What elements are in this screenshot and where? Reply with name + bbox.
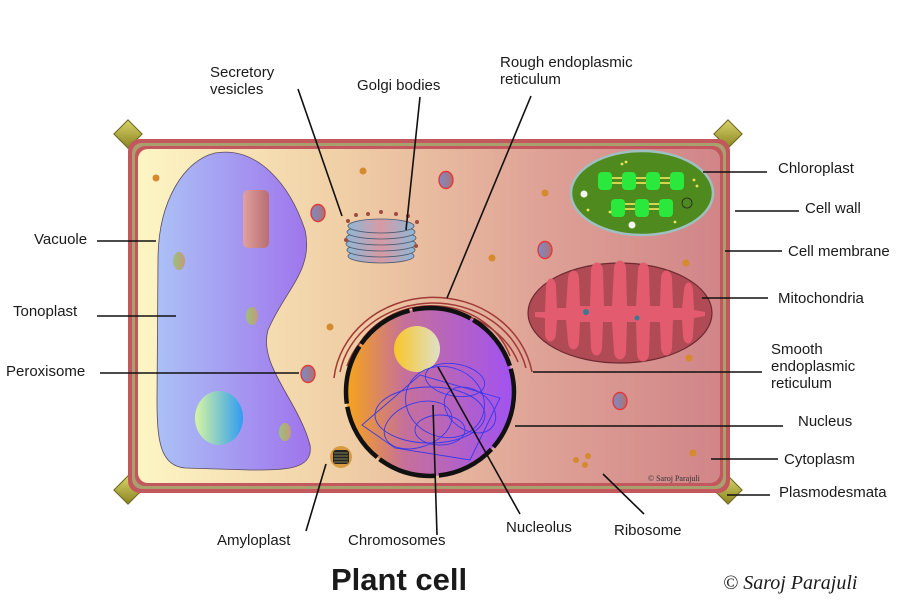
label-cytoplasm: Cytoplasm [784, 451, 855, 468]
chloroplast [569, 149, 715, 237]
copyright: © Saroj Parajuli [723, 572, 857, 594]
label-tonoplast: Tonoplast [13, 303, 78, 320]
label-cell-membrane: Cell membrane [788, 243, 890, 260]
chromatin [361, 362, 501, 461]
vacuole-granule [173, 252, 185, 270]
label-amyloplast: Amyloplast [217, 532, 291, 549]
labels: Secretory vesicles Golgi bodies Rough en… [6, 54, 890, 549]
label-vacuole: Vacuole [34, 231, 87, 248]
label-ribosome: Ribosome [614, 522, 682, 539]
vacuole-inclusion [243, 190, 269, 248]
leader-lines [97, 88, 799, 536]
label-secretory-vesicles-1: Secretory [210, 64, 275, 81]
vacuole-crystal [195, 391, 243, 445]
label-nucleus: Nucleus [798, 413, 852, 430]
label-nucleolus: Nucleolus [506, 519, 572, 536]
mitochondria [527, 260, 713, 364]
vacuole-granule [246, 307, 258, 325]
vacuole [156, 151, 311, 471]
label-chromosomes: Chromosomes [348, 532, 446, 549]
diagram-title: Plant cell [331, 562, 467, 597]
amyloplast [330, 446, 352, 468]
label-smooth-er-1: Smooth [771, 341, 823, 358]
nucleus [343, 305, 517, 479]
label-plasmodesmata: Plasmodesmata [779, 484, 887, 501]
label-golgi-bodies: Golgi bodies [357, 77, 440, 94]
cytoplasm-granules [152, 167, 697, 457]
label-smooth-er-2: endoplasmic [771, 358, 856, 375]
label-chloroplast: Chloroplast [778, 160, 855, 177]
nucleolus [394, 326, 440, 372]
label-rough-er-2: reticulum [500, 71, 561, 88]
label-mitochondria: Mitochondria [778, 290, 865, 307]
label-cell-wall: Cell wall [805, 200, 861, 217]
image-watermark: © Saroj Parajuli [648, 474, 701, 483]
peroxisomes [300, 170, 628, 411]
label-secretory-vesicles-2: vesicles [210, 81, 263, 98]
label-peroxisome: Peroxisome [6, 363, 85, 380]
golgi-bodies [344, 210, 419, 264]
label-smooth-er-3: reticulum [771, 375, 832, 392]
label-rough-er-1: Rough endoplasmic [500, 54, 633, 71]
chloroplast-dna [681, 197, 693, 209]
ribosomes [573, 453, 591, 468]
vacuole-granule [279, 423, 291, 441]
